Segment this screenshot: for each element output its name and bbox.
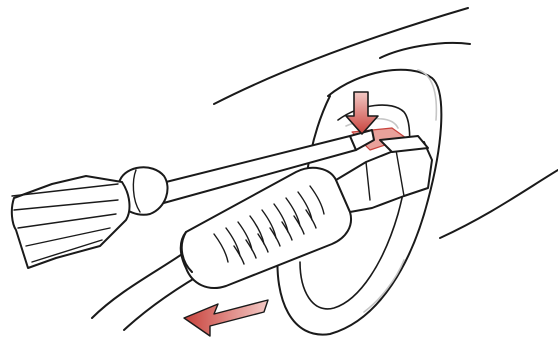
pull-out-arrow-icon	[184, 300, 268, 336]
